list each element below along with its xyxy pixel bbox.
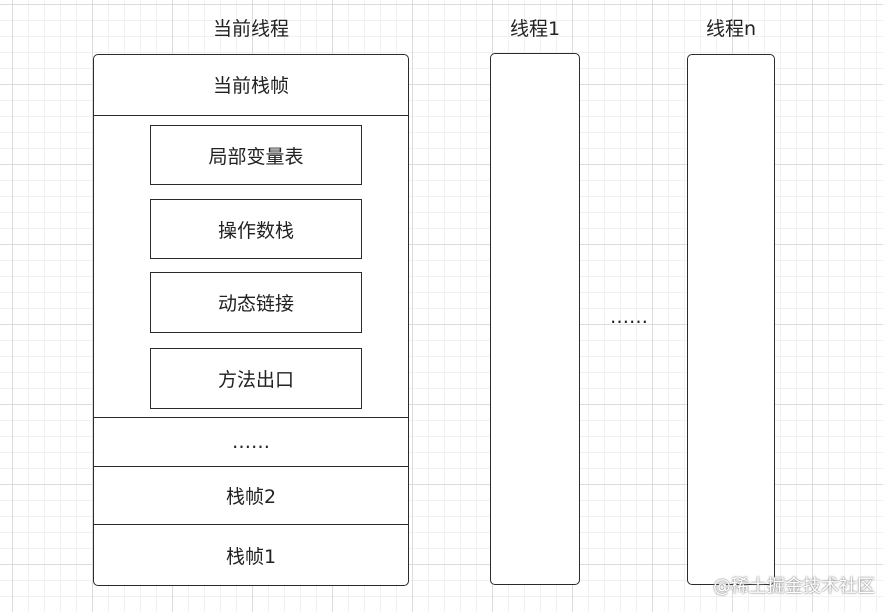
frame-2-label: 栈帧2 <box>225 485 277 508</box>
current-thread-title: 当前线程 <box>212 18 289 40</box>
current-frame-bottom-divider <box>93 417 409 418</box>
watermark-text: @稀土掘金技术社区 <box>713 576 875 597</box>
local-variable-table-box: 局部变量表 <box>150 125 362 185</box>
current-frame-label: 当前栈帧 <box>212 75 289 97</box>
frame-1-label: 栈帧1 <box>225 545 277 568</box>
thread-n-stack <box>687 54 775 585</box>
thread-1-title: 线程1 <box>509 18 561 40</box>
operand-stack-box: 操作数栈 <box>150 199 362 259</box>
ellipsis-divider <box>93 466 409 467</box>
frame-2-divider <box>93 524 409 525</box>
current-frame-divider <box>93 115 409 116</box>
stack-ellipsis: …… <box>232 430 270 453</box>
thread-1-stack <box>490 53 580 585</box>
threads-ellipsis: …… <box>610 306 648 328</box>
thread-n-title: 线程n <box>705 18 757 40</box>
method-return-box: 方法出口 <box>150 348 362 409</box>
dynamic-linking-box: 动态链接 <box>150 272 362 333</box>
